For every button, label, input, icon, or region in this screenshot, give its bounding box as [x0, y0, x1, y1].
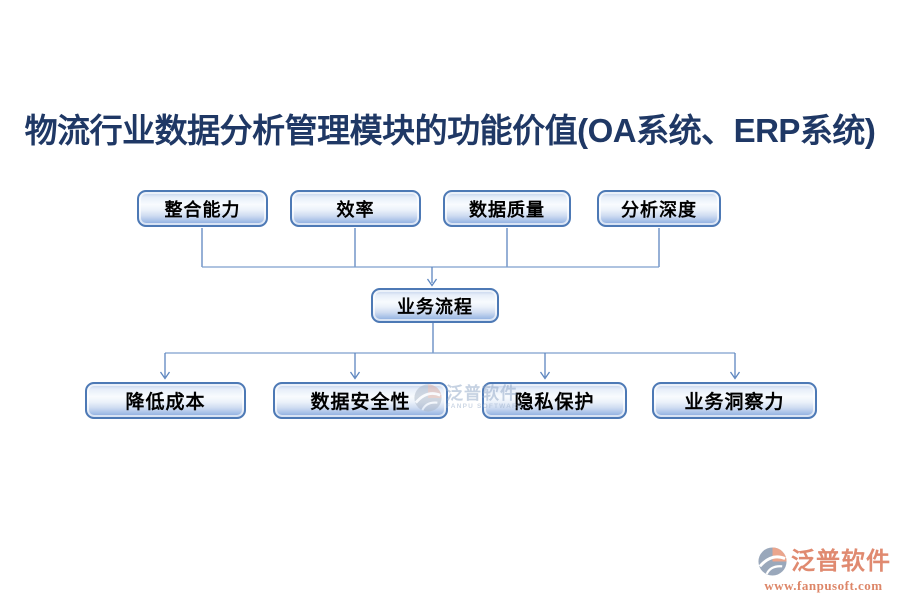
page-title: 物流行业数据分析管理模块的功能价值(OA系统、ERP系统) [24, 112, 876, 149]
node-business-process: 业务流程 [371, 288, 499, 323]
arrowhead-1 [159, 371, 171, 380]
node-data-security: 数据安全性 [273, 382, 448, 419]
fanpu-logo-icon [758, 547, 787, 576]
node-cost-reduction: 降低成本 [85, 382, 246, 419]
footer-brand: 泛普软件 www.fanpusoft.com [756, 546, 891, 594]
node-data-quality: 数据质量 [443, 190, 571, 227]
node-efficiency: 效率 [290, 190, 421, 227]
node-business-insight: 业务洞察力 [652, 382, 817, 419]
node-integration-capability: 整合能力 [137, 190, 268, 227]
arrowhead-center [426, 278, 438, 287]
node-analysis-depth: 分析深度 [597, 190, 721, 227]
arrowhead-3 [539, 371, 551, 380]
arrowhead-2 [349, 371, 361, 380]
footer-brand-url: www.fanpusoft.com [764, 578, 883, 593]
arrowhead-4 [729, 371, 741, 380]
node-privacy-protection: 隐私保护 [482, 382, 627, 419]
footer-brand-name: 泛普软件 [791, 547, 891, 575]
